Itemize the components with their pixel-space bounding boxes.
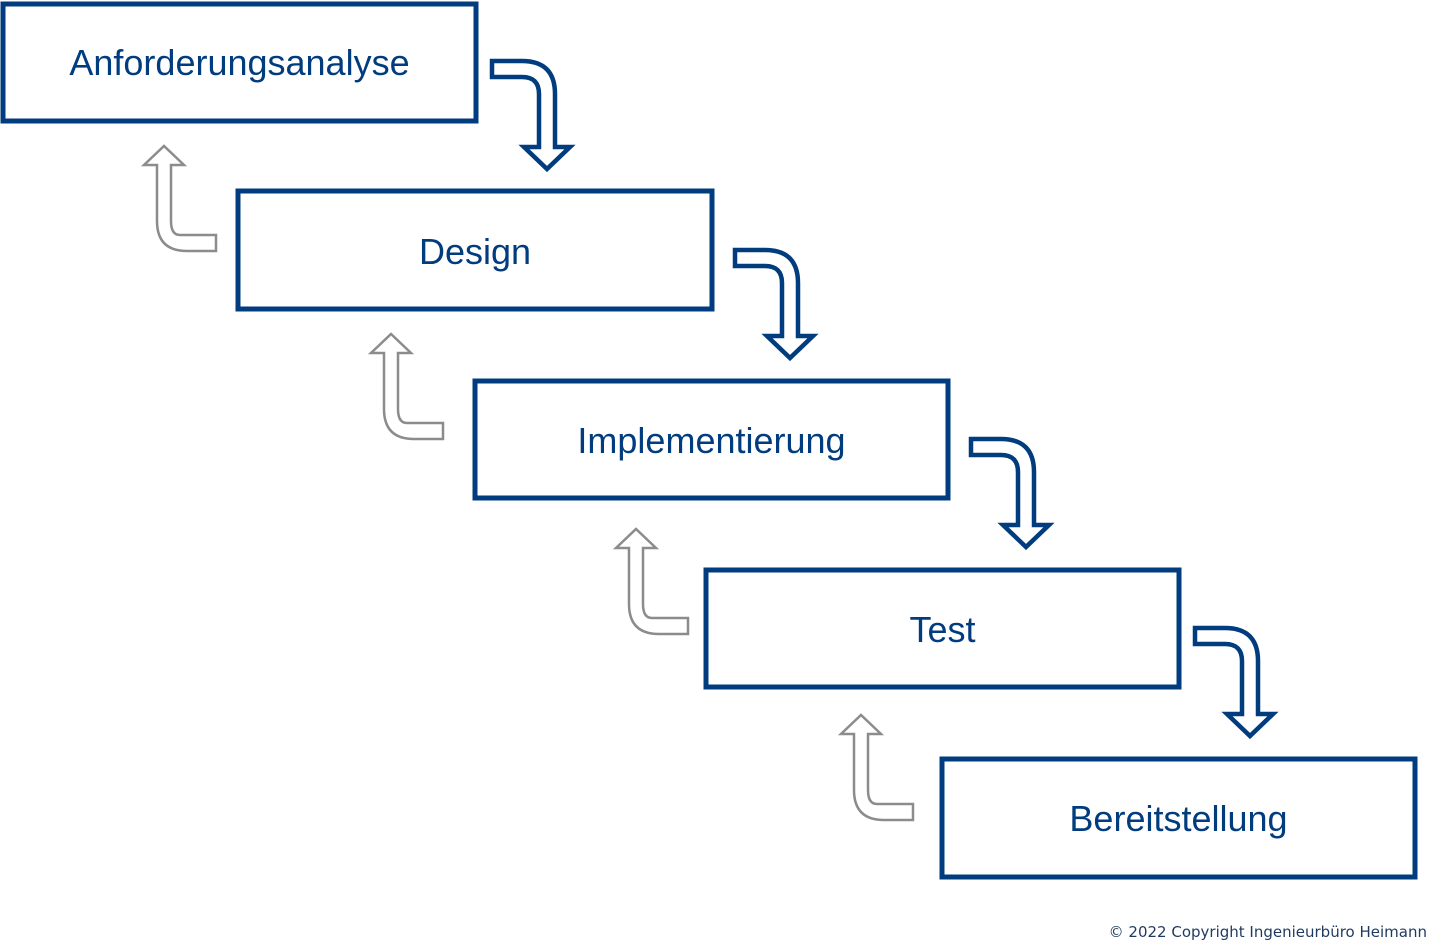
curved-down-arrow-icon xyxy=(735,250,813,358)
phase-box-design: Design xyxy=(235,188,715,312)
curved-up-arrow-icon xyxy=(369,332,445,441)
curved-up-arrow-icon xyxy=(142,144,218,253)
copyright-notice: © 2022 Copyright Ingenieurbüro Heimann xyxy=(1108,923,1427,941)
phase-box-anforderungsanalyse: Anforderungsanalyse xyxy=(0,1,479,124)
curved-down-arrow-icon xyxy=(971,439,1049,547)
phase-box-bereitstellung: Bereitstellung xyxy=(939,756,1418,880)
phase-label: Test xyxy=(909,609,975,650)
phase-label: Implementierung xyxy=(577,420,845,461)
curved-up-arrow-icon xyxy=(614,527,690,636)
phase-box-implementierung: Implementierung xyxy=(472,378,951,501)
phase-label: Anforderungsanalyse xyxy=(69,42,409,83)
phase-label: Bereitstellung xyxy=(1069,798,1287,839)
curved-down-arrow-icon xyxy=(1195,628,1273,736)
curved-up-arrow-icon xyxy=(839,713,915,822)
phase-box-test: Test xyxy=(703,567,1182,690)
phase-label: Design xyxy=(419,231,531,272)
curved-down-arrow-icon xyxy=(492,61,570,169)
